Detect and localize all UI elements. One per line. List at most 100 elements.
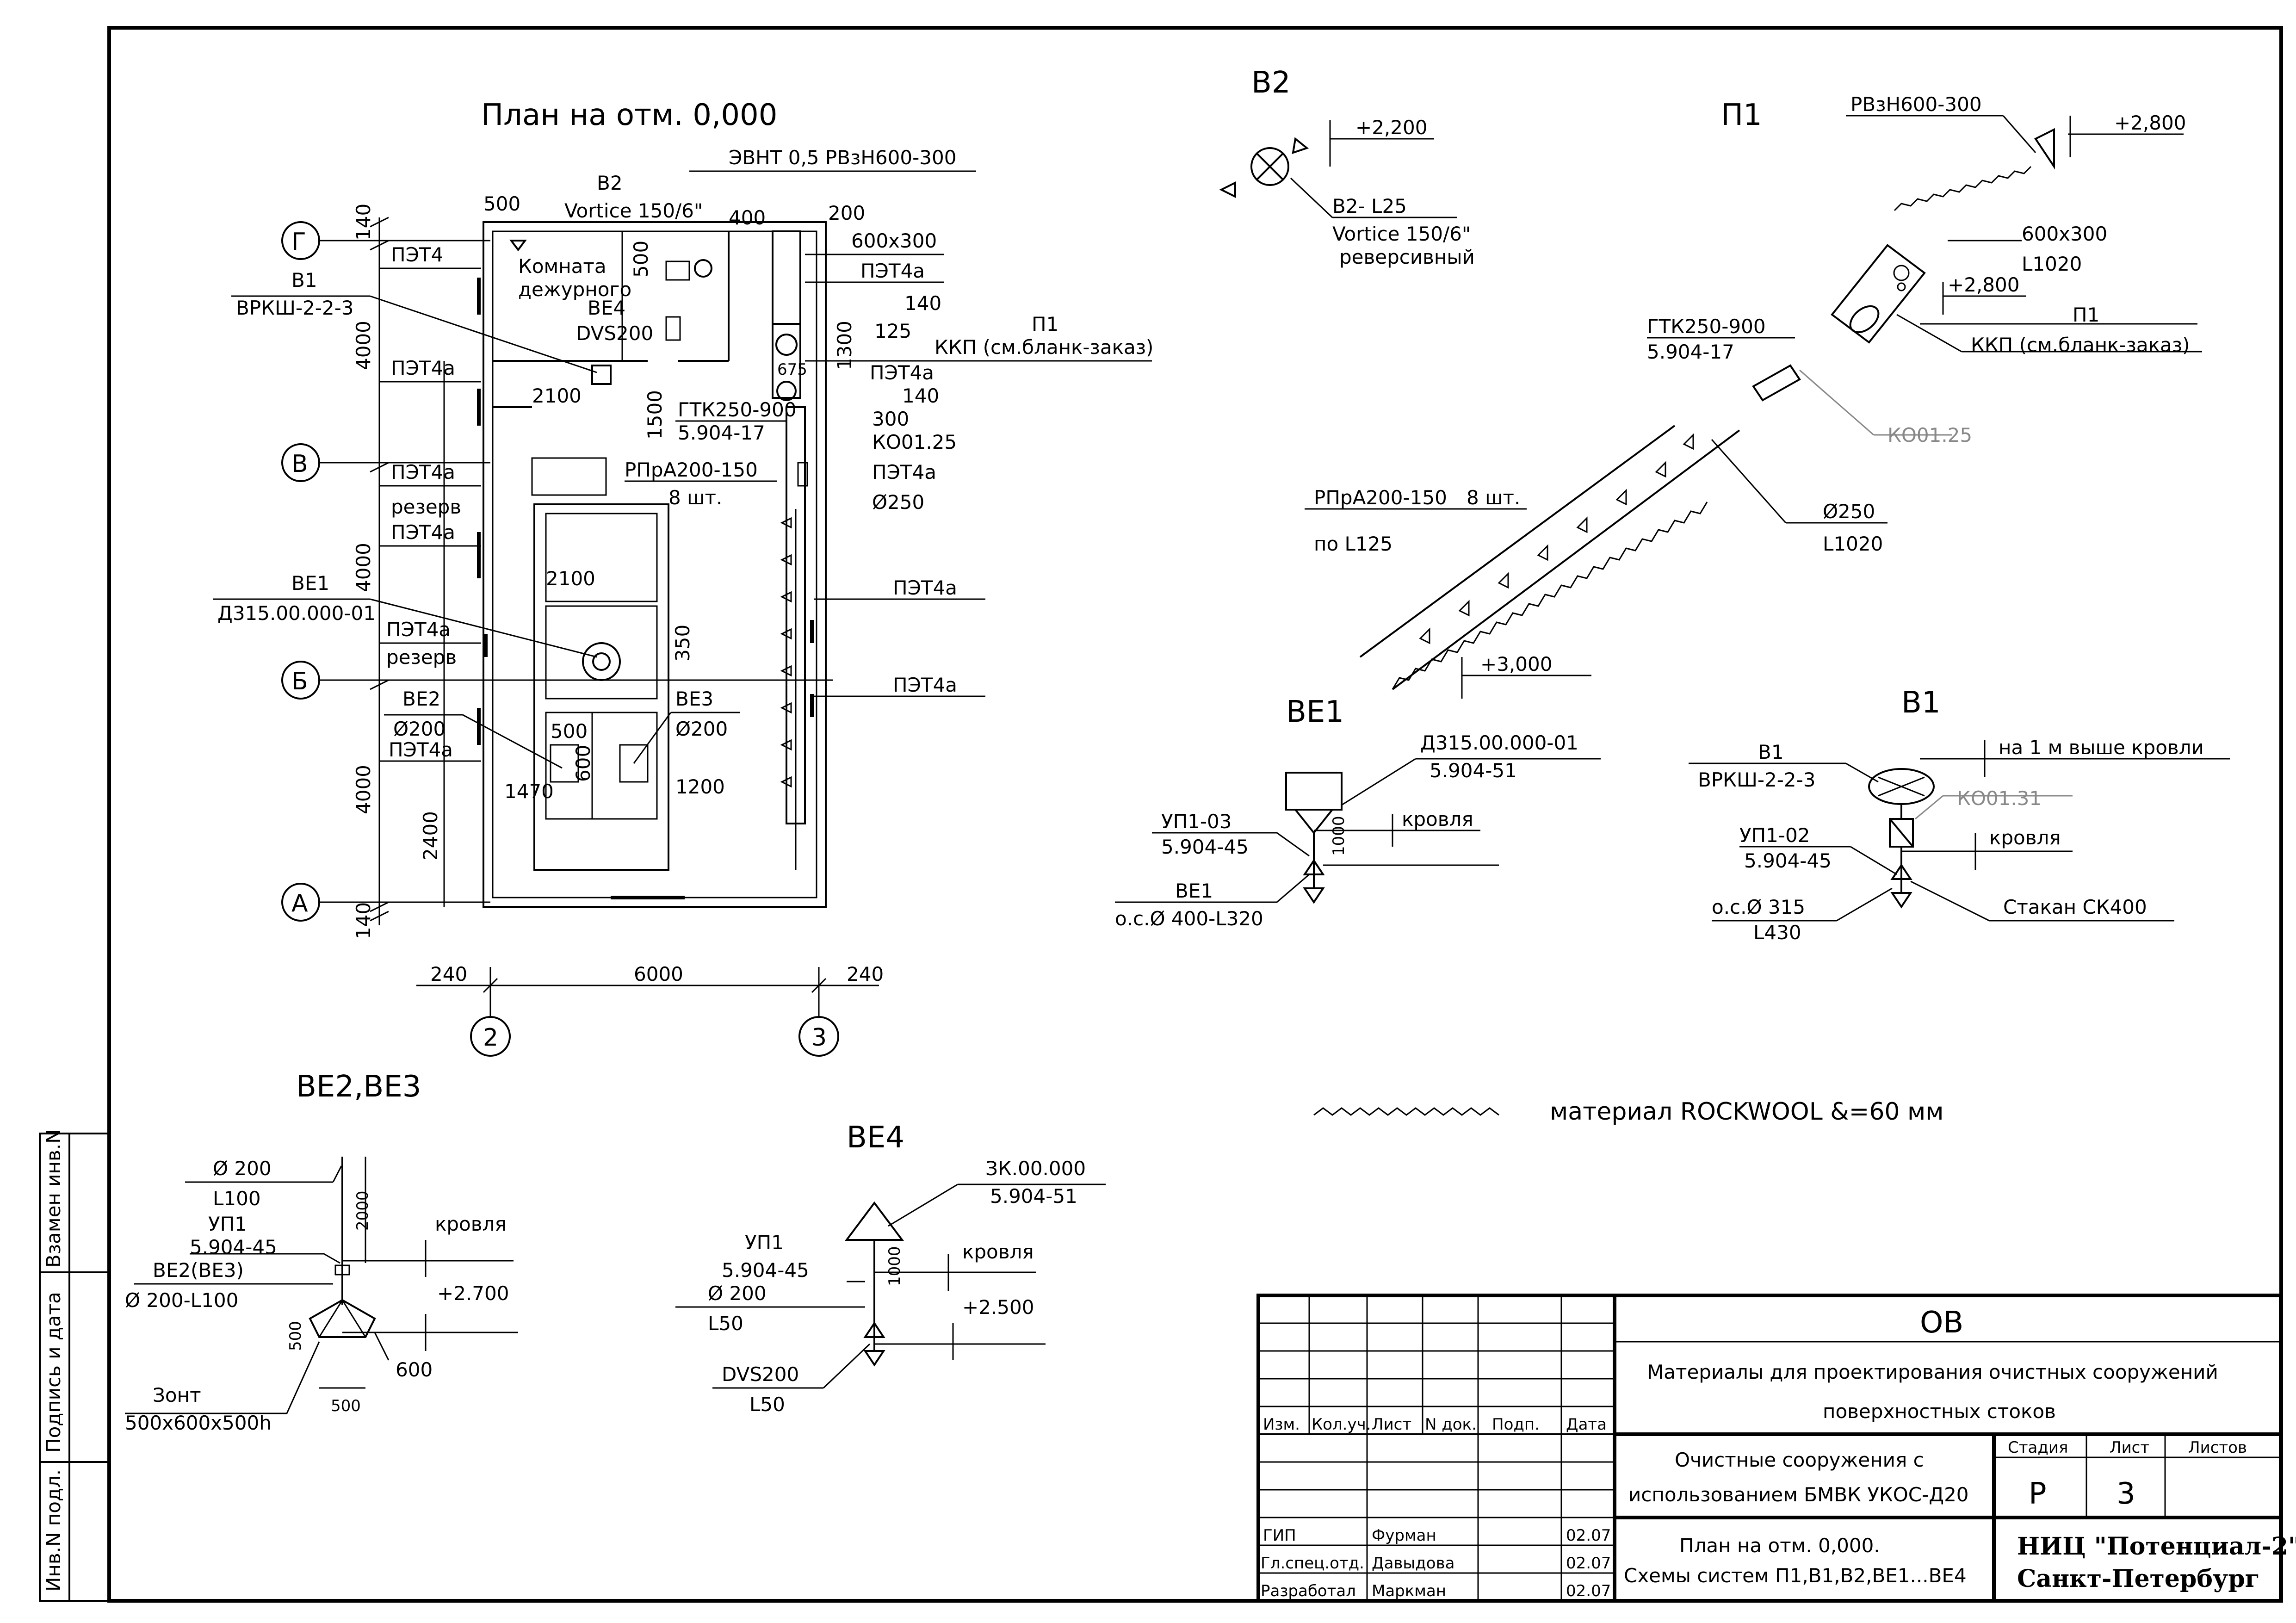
plan-dvs: DVS200 — [576, 322, 653, 345]
axis-g: Г — [291, 228, 306, 256]
sheet-frame — [107, 26, 2283, 1603]
plan-pet4a-3: ПЭТ4а — [391, 521, 455, 544]
axis-3: 3 — [811, 1024, 827, 1052]
plan-gtk2: 5.904-17 — [678, 421, 765, 444]
plan-d250: Ø250 — [872, 491, 924, 514]
ve4-krov: кровля — [962, 1240, 1034, 1263]
plan-pet4a-r1: ПЭТ4а — [860, 260, 925, 282]
plan-s600: 600х300 — [851, 229, 937, 252]
ve1-ve1: ВЕ1 — [1175, 880, 1213, 902]
plan-v1: В1 — [291, 269, 317, 291]
plan-dim-500c: 500 — [551, 720, 588, 743]
axis-a: А — [291, 890, 308, 917]
stamp-stadiya-h: Стадия — [2008, 1438, 2068, 1457]
plan-dim-400: 400 — [729, 206, 766, 229]
ve4-zk: ЗК.00.000 — [985, 1157, 1086, 1180]
plan-vortice: Vortice 150/6" — [564, 199, 703, 222]
ve23-d200l: Ø 200-L100 — [125, 1289, 238, 1312]
ve1-d1000: 1000 — [1330, 816, 1348, 856]
plan-pet4a-r3: ПЭТ4а — [872, 461, 936, 483]
plan-dim-140d: 140 — [902, 384, 939, 407]
plan-vrksh: ВРКШ-2-2-3 — [236, 297, 354, 319]
plan-dim-600: 600 — [572, 745, 594, 782]
dim-140-top: 140 — [352, 204, 375, 241]
p1-title: П1 — [1721, 98, 1762, 132]
stamp-list2-h: Лист — [2110, 1438, 2149, 1457]
p1-sht: 8 шт. — [1467, 486, 1520, 509]
stamp-sheet1: План на отм. 0,000. — [1679, 1534, 1880, 1557]
p1-p1: П1 — [2073, 304, 2099, 326]
stamp-r3: Разработал — [1261, 1582, 1356, 1600]
ve23-l100: L100 — [213, 1187, 261, 1210]
p1-lev1: +2,800 — [2114, 112, 2186, 134]
axis-2: 2 — [483, 1024, 498, 1052]
plan-room2: дежурного — [518, 278, 631, 301]
plan-dim-500b: 500 — [630, 241, 652, 278]
plan-dim-1200: 1200 — [675, 775, 725, 798]
plan-dim-1300: 1300 — [833, 321, 856, 370]
dim-240-right: 240 — [847, 963, 884, 985]
ve4-lev: +2.500 — [962, 1296, 1034, 1319]
plan-pet4a-r4: ПЭТ4а — [893, 576, 957, 599]
plan-dim-125: 125 — [874, 320, 911, 342]
stamp-listov-h: Листов — [2188, 1438, 2247, 1457]
plan-evnt: ЭВНТ 0,5 РВзН600-300 — [729, 146, 956, 169]
plan-ve3: ВЕ3 — [675, 688, 713, 710]
p1-ko: КО01.25 — [1888, 424, 1972, 446]
plan-dim-200: 200 — [828, 202, 865, 224]
stamp-sheet2: Схемы систем П1,В1,В2,ВЕ1...ВЕ4 — [1624, 1564, 1967, 1587]
ve1-os: о.с.Ø 400-L320 — [1115, 907, 1263, 930]
stamp-ndok: N док. — [1425, 1415, 1477, 1434]
plan-kkp: ККП (см.бланк-заказ) — [934, 336, 1153, 359]
stamp-data: Дата — [1566, 1415, 1607, 1434]
axis-b: Б — [291, 668, 308, 695]
ve23-d500b: 500 — [331, 1397, 361, 1415]
b1-krov: кровля — [1989, 826, 2061, 849]
dim-4000-1: 4000 — [352, 321, 375, 370]
scheme-ve23: ВЕ2,ВЕ3 Ø 200 L100 2000 УП1 5.904-45 кро… — [125, 1070, 518, 1434]
plan-dim-675: 675 — [777, 360, 807, 379]
building-walls — [483, 221, 827, 908]
dim-4000-3: 4000 — [352, 765, 375, 814]
v2-l3: реверсивный — [1339, 246, 1475, 268]
p1-po: по L125 — [1314, 533, 1392, 555]
stamp-d2: 02.07 — [1566, 1554, 1611, 1573]
p1-kkp: ККП (см.бланк-заказ) — [1971, 334, 2190, 356]
ve4-zkb: 5.904-51 — [990, 1185, 1077, 1208]
v2-level: +2,200 — [1355, 116, 1427, 139]
plan-labels: ЭВНТ 0,5 РВзН600-300 500 В2 Vortice 150/… — [213, 146, 1153, 803]
plan-d200b: Ø200 — [675, 718, 728, 740]
scheme-b1: В1 В1 ВРКШ-2-2-3 на 1 м выше кровли КО01… — [1689, 686, 2230, 944]
plan-dimensions: 140 4000 4000 4000 140 2400 240 6000 240 — [352, 204, 884, 993]
ve1-d315b: 5.904-51 — [1430, 759, 1517, 782]
ve4-dvs: DVS200 — [722, 1363, 799, 1386]
plan-pet4a-2: ПЭТ4а — [391, 461, 455, 483]
stamp-obj1: Очистные сооружения с — [1675, 1449, 1924, 1471]
ve23-title: ВЕ2,ВЕ3 — [296, 1070, 421, 1104]
scheme-ve4: ВЕ4 ЗК.00.000 5.904-51 1000 кровля УП1 5… — [675, 1121, 1106, 1416]
ve23-d600: 600 — [396, 1358, 433, 1381]
scheme-p1: П1 РВзН600-300 +2,800 600х300 L1020 +2,8… — [1305, 93, 2202, 699]
plan-rez1: резерв — [391, 496, 461, 518]
plan-d200a: Ø200 — [393, 718, 446, 740]
ve23-lev: +2.700 — [437, 1282, 509, 1305]
p1-d250: Ø250 — [1823, 500, 1875, 523]
ve23-d500: 500 — [286, 1321, 305, 1351]
plan-dim-1500: 1500 — [644, 390, 666, 440]
p1-rvz: РВзН600-300 — [1850, 93, 1982, 116]
ve4-l50: L50 — [708, 1312, 743, 1335]
b1-title: В1 — [1901, 686, 1941, 720]
b1-upb: 5.904-45 — [1744, 849, 1832, 872]
plan-rpr: РПрА200-150 — [625, 458, 758, 481]
b1-os: о.с.Ø 315 — [1712, 896, 1805, 918]
plan-equipment — [477, 230, 814, 824]
stamp-obj2: использованием БМВК УКОС-Д20 — [1628, 1483, 1969, 1506]
p1-lev2: +2,800 — [1948, 273, 2019, 296]
scheme-ve1: ВЕ1 Д315.00.000-01 5.904-51 УП1-03 5.904… — [1115, 695, 1601, 930]
plan-pet4a-4: ПЭТ4а — [386, 618, 451, 641]
ve4-title: ВЕ4 — [847, 1121, 904, 1155]
scheme-v2: В2 +2,200 В2- L25 Vortice 150/6" реверси… — [1219, 66, 1475, 268]
p1-lev3: +3,000 — [1480, 653, 1552, 675]
side-vzamen: Взамен инв.N — [42, 1129, 65, 1268]
